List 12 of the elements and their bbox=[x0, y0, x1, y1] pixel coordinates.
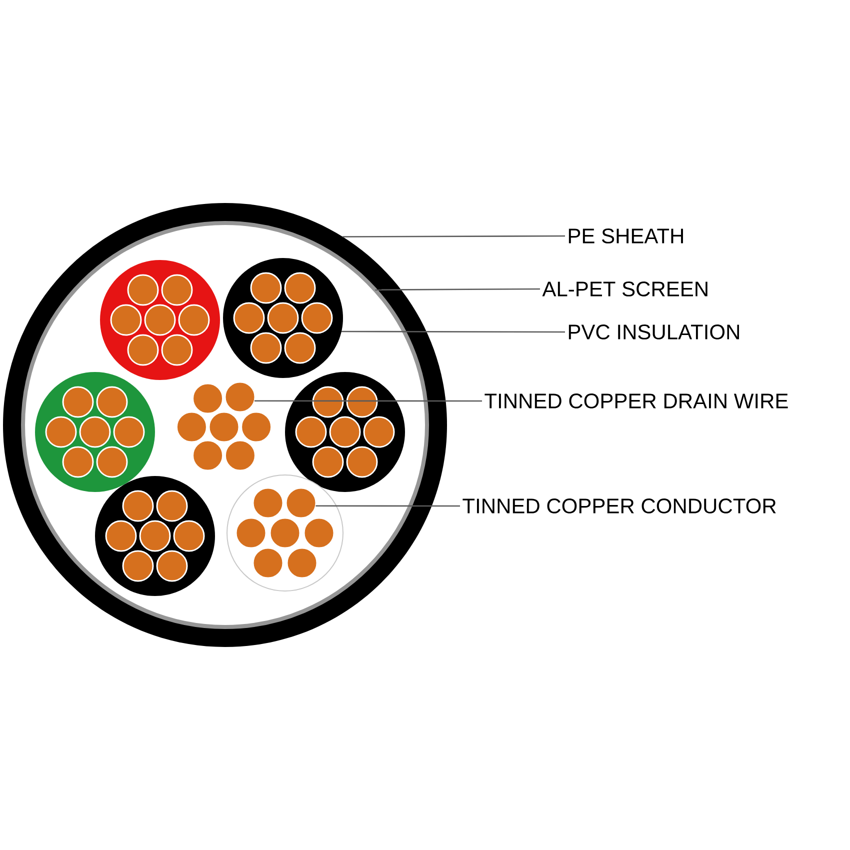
part-label: PE SHEATH bbox=[568, 228, 683, 244]
part-label: AL-PET SCREEN bbox=[542, 282, 708, 296]
leader-line bbox=[254, 400, 482, 402]
leader-line bbox=[375, 288, 540, 290]
part-label: PVC INSULATION bbox=[568, 324, 739, 340]
conductor-strand bbox=[285, 487, 317, 519]
leader-line bbox=[341, 330, 566, 333]
drain-wire-strand bbox=[224, 381, 256, 413]
leader-line bbox=[316, 505, 460, 507]
part-label: TINNED COPPER DRAIN WIRE bbox=[484, 394, 788, 408]
part-label: TINNED COPPER CONDUCTOR bbox=[462, 498, 776, 514]
leader-line bbox=[342, 235, 566, 238]
